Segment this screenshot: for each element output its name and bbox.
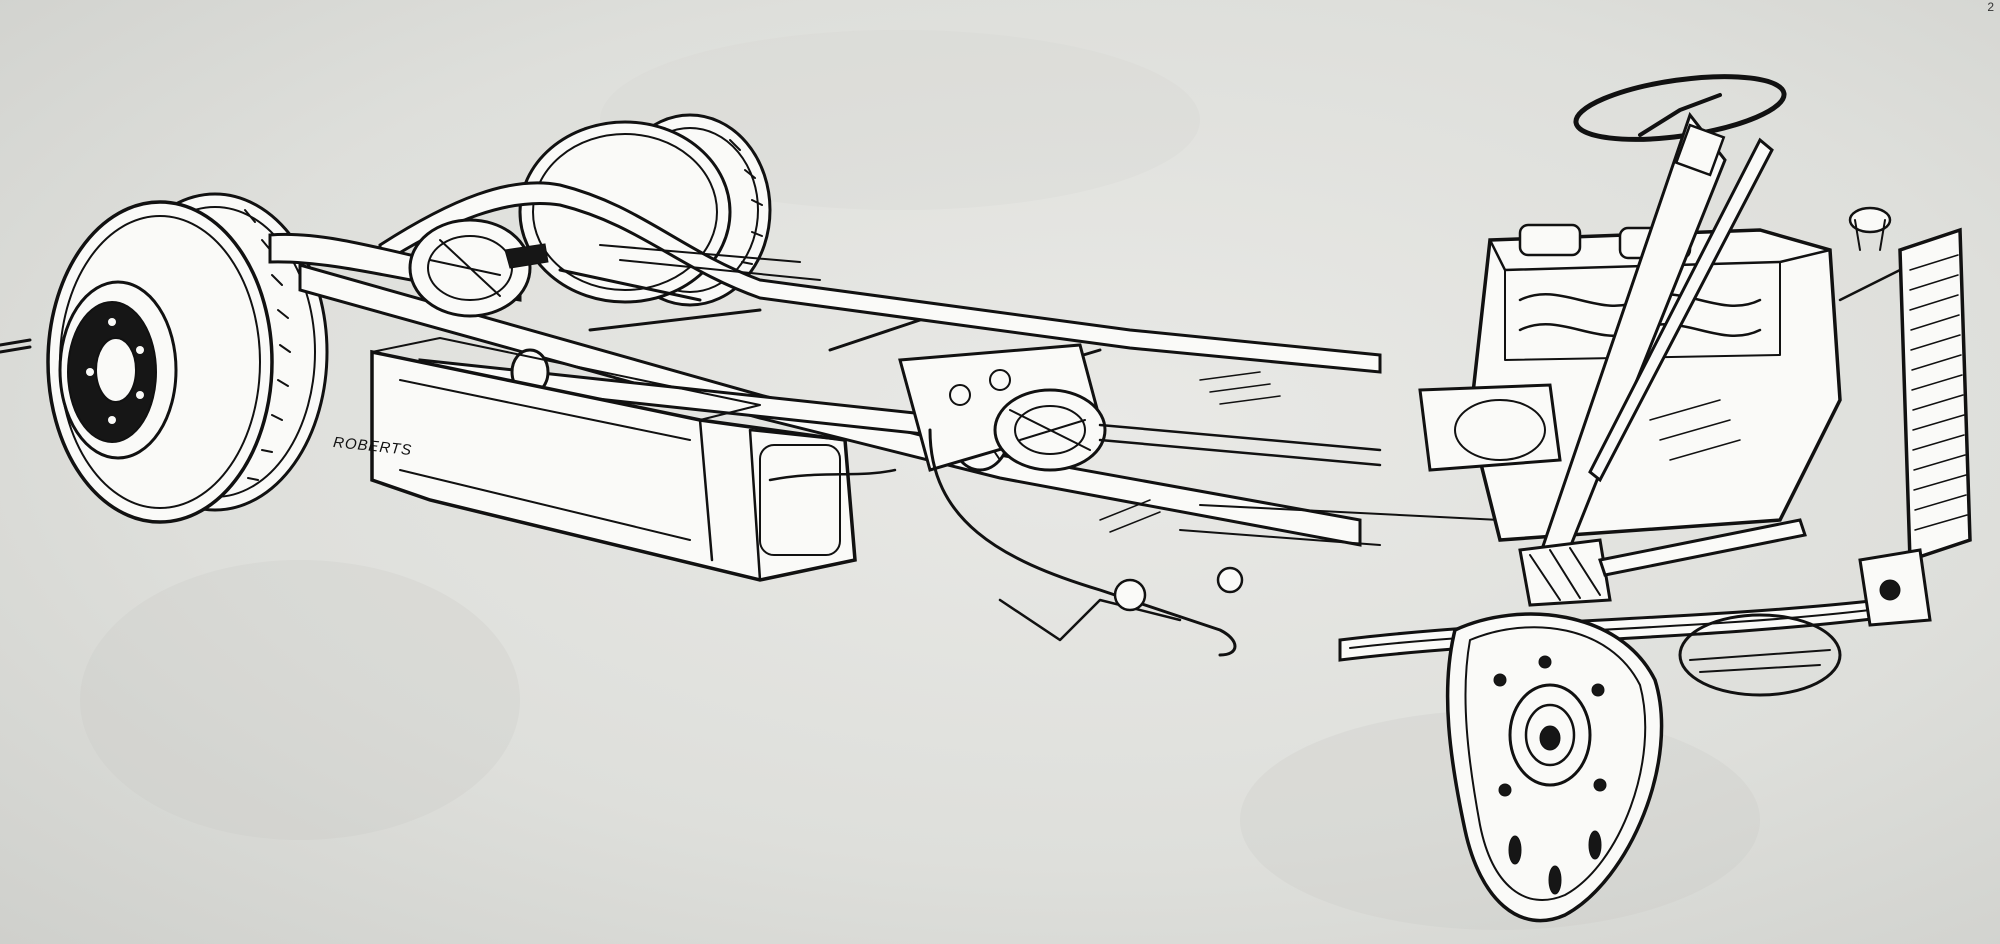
axle-stub [0, 338, 32, 354]
rear-dual-wheel-near [46, 192, 329, 524]
detail-hatching [1099, 371, 1741, 533]
gearbox [898, 343, 1382, 472]
pipework [928, 428, 1501, 657]
front-brake-drum [1445, 612, 1664, 923]
rear-axle-differential [268, 218, 549, 318]
corner-mark: 2 [1987, 0, 1994, 14]
radiator [1838, 227, 1972, 563]
steering-assembly [1518, 74, 1807, 607]
fuel-tank [370, 337, 897, 582]
